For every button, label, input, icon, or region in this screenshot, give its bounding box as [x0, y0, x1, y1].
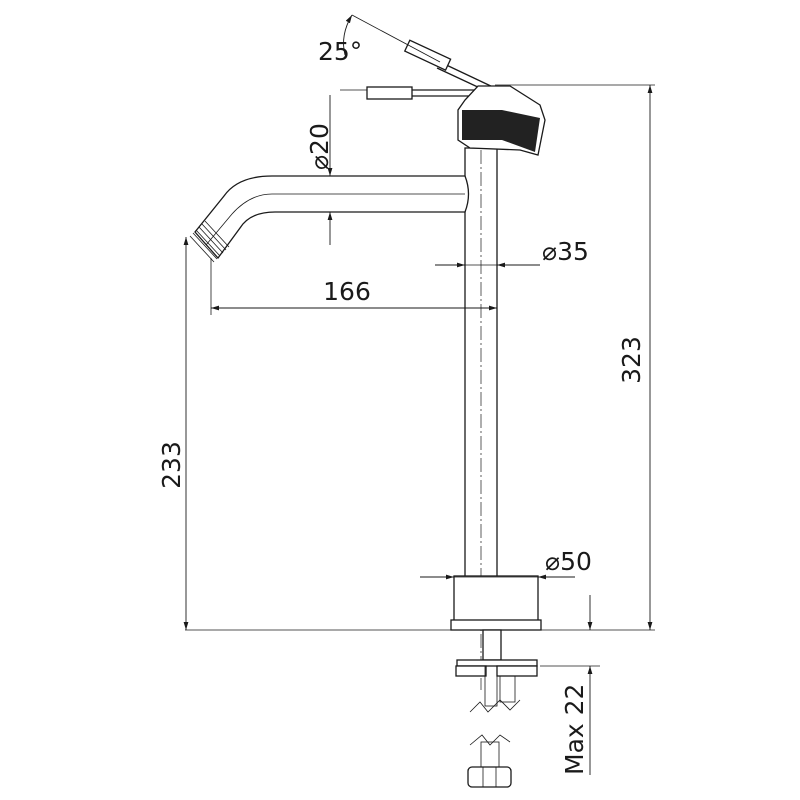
- svg-text:233: 233: [157, 441, 186, 489]
- angle-arc: [343, 14, 353, 56]
- dimension-reach: 166: [210, 212, 498, 315]
- dimension-spout-height: 233: [157, 237, 189, 630]
- fixing-assembly: [455, 629, 538, 788]
- svg-text:⌀20: ⌀20: [305, 123, 334, 170]
- svg-text:Max 22: Max 22: [560, 684, 589, 775]
- angle-label: 25°: [318, 37, 362, 66]
- svg-text:323: 323: [617, 336, 646, 384]
- lever-handle: [340, 14, 655, 156]
- dimension-max-deck: Max 22: [540, 595, 600, 775]
- aerator-thread: [189, 220, 230, 263]
- dimension-body-diameter: ⌀35: [435, 237, 589, 268]
- svg-text:166: 166: [323, 277, 371, 306]
- dimension-total-height: 323: [617, 85, 653, 630]
- svg-text:⌀50: ⌀50: [545, 547, 592, 576]
- spout: [189, 175, 470, 263]
- tap-body: [450, 147, 542, 690]
- svg-text:⌀35: ⌀35: [542, 237, 589, 266]
- dimension-spout-diameter: ⌀20: [305, 95, 334, 245]
- dimension-base-diameter: ⌀50: [420, 547, 592, 580]
